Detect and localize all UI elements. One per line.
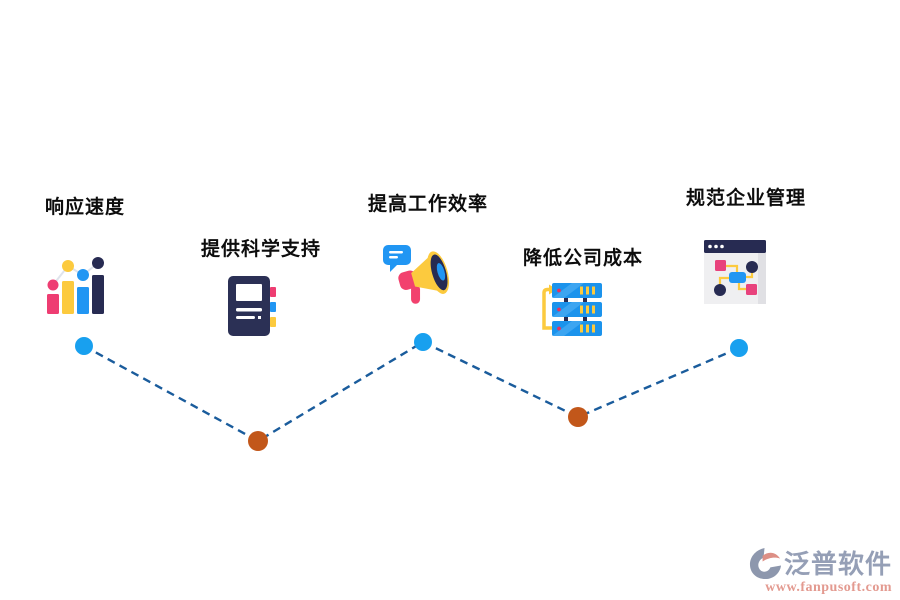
watermark: 泛普软件 www.fanpusoft.com — [742, 547, 892, 596]
server-unit-2 — [552, 302, 602, 317]
item-label-reduce-costs: 降低公司成本 — [523, 248, 644, 269]
watermark-url: www.fanpusoft.com — [765, 580, 892, 595]
flowchart-window-icon — [704, 240, 766, 304]
megaphone-icon — [383, 245, 450, 304]
fanpu-logo-icon — [749, 547, 782, 580]
watermark-brand: 泛普软件 — [783, 548, 892, 579]
megaphone-horn — [398, 251, 450, 304]
bar-chart-icon — [47, 257, 104, 314]
server-unit-3 — [552, 321, 602, 336]
item-label-response-speed: 响应速度 — [45, 197, 126, 218]
milestone-dot-3 — [414, 333, 432, 351]
milestone-dot-2 — [248, 431, 268, 451]
item-label-scientific-support: 提供科学支持 — [201, 239, 322, 260]
zigzag-dashed-line — [83, 340, 740, 443]
milestone-dot-1 — [75, 337, 93, 355]
server-unit-1 — [552, 283, 602, 298]
speech-bubble — [383, 245, 411, 272]
notebook-icon — [228, 276, 276, 336]
server-stack-icon — [542, 283, 602, 336]
milestone-dot-4 — [568, 407, 588, 427]
item-label-enterprise-management: 规范企业管理 — [686, 188, 807, 209]
milestone-dot-5 — [730, 339, 748, 357]
item-label-work-efficiency: 提高工作效率 — [368, 194, 489, 215]
